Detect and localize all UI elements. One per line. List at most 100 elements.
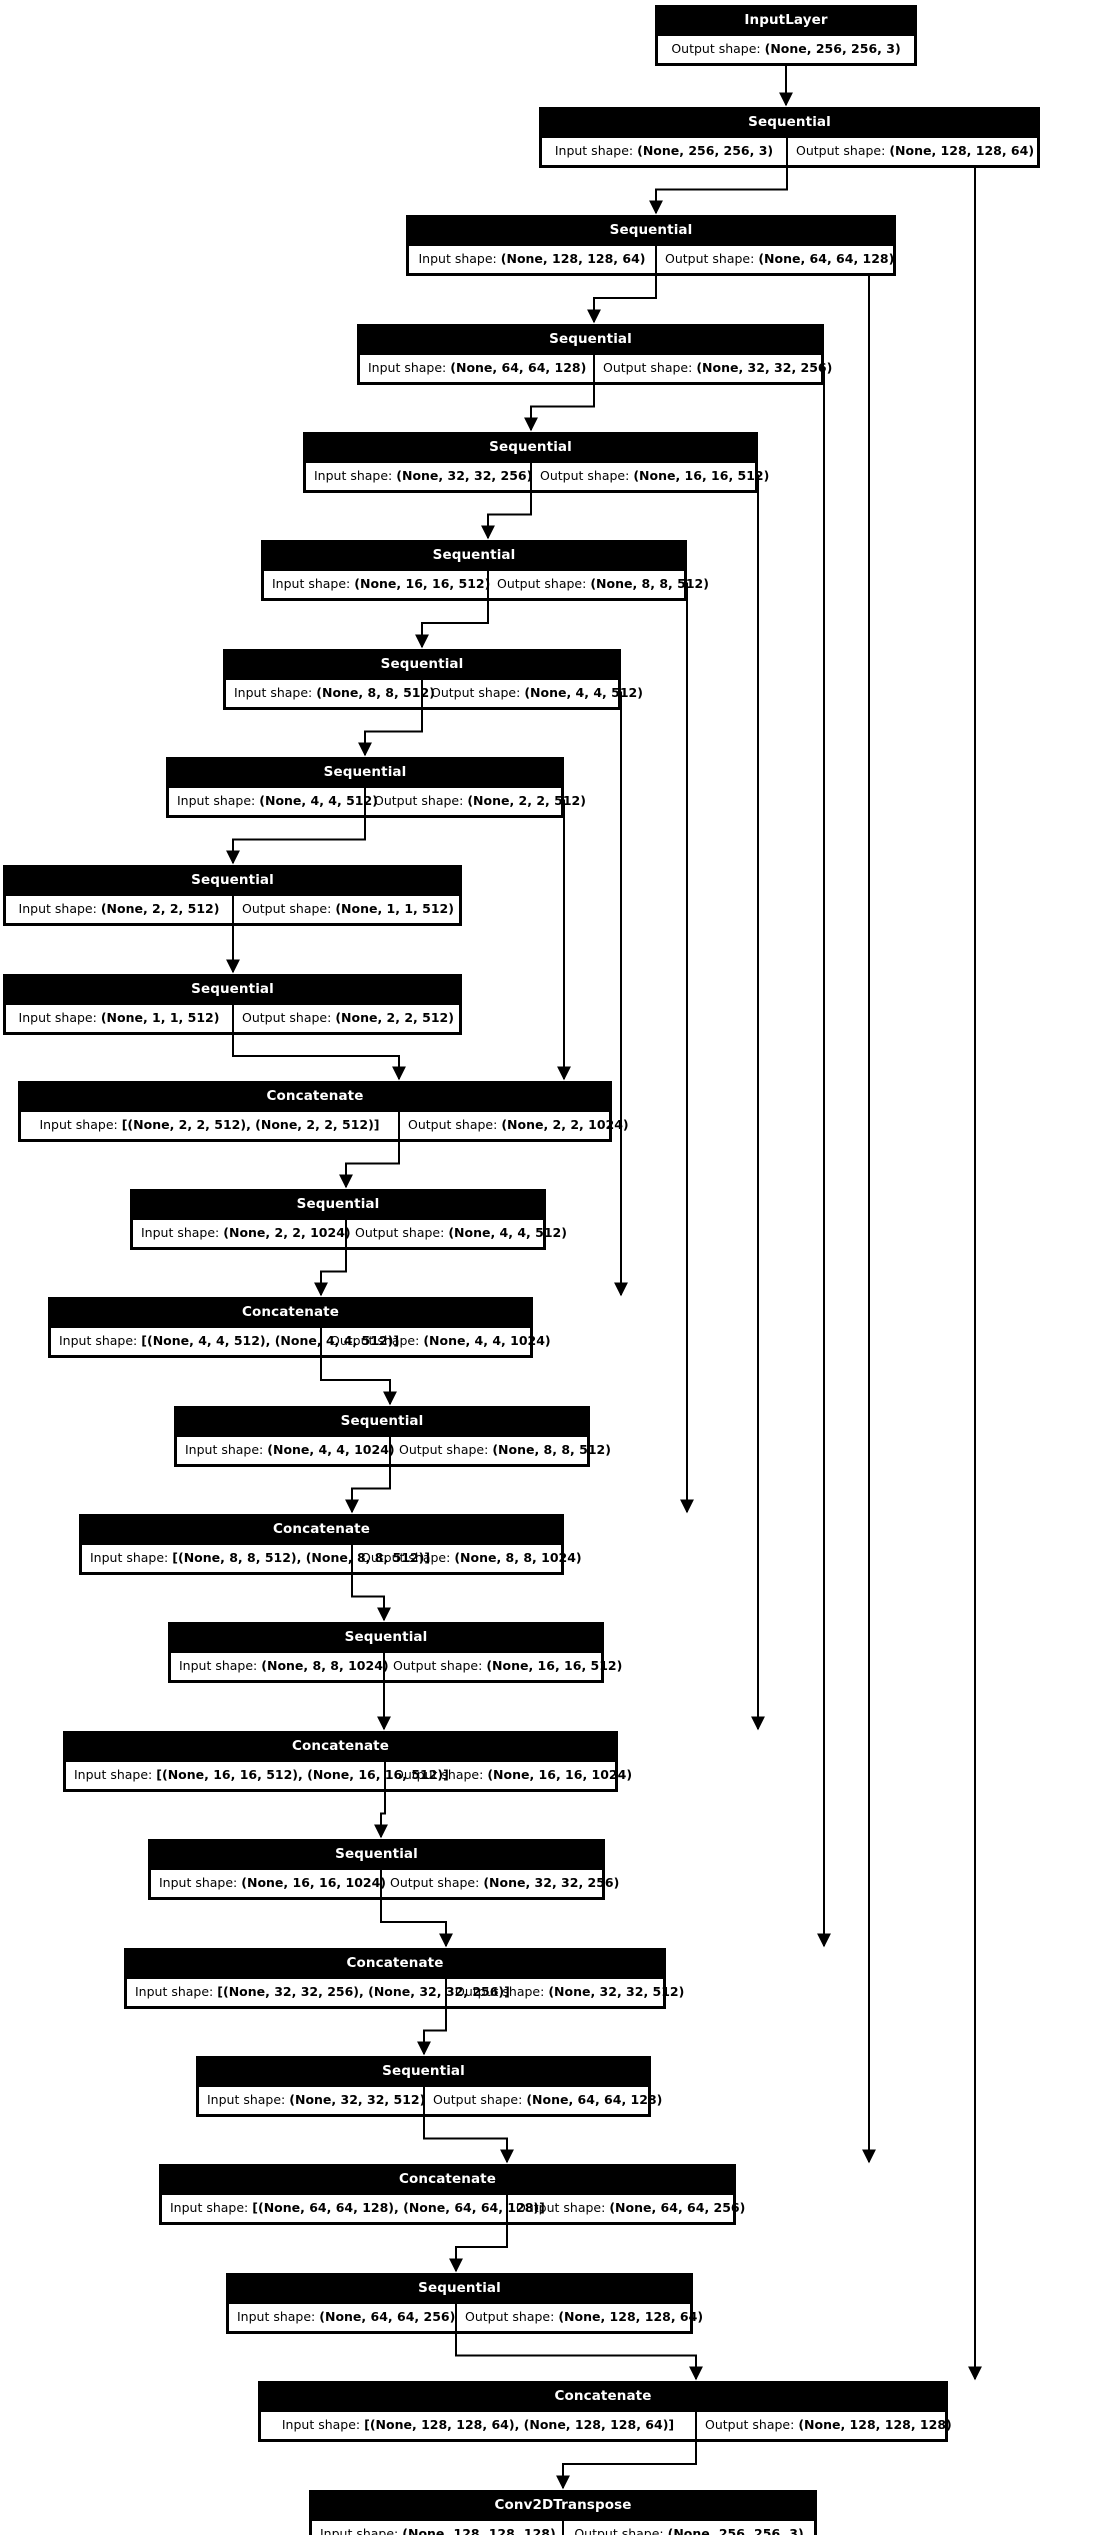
node-shape-row: Input shape: [(None, 2, 2, 512), (None, … <box>19 1110 629 1141</box>
output-shape-label: Output shape: <box>399 1442 489 1457</box>
node-title: Sequential <box>5 976 460 1004</box>
node-output-shape: Output shape: (None, 32, 32, 256) <box>380 1868 619 1899</box>
node-input-shape: Input shape: (None, 16, 16, 1024) <box>149 1868 386 1899</box>
node-shape-row: Input shape: (None, 64, 64, 128)Output s… <box>358 353 832 384</box>
node-output-shape: Output shape: (None, 8, 8, 1024) <box>351 1543 582 1574</box>
output-shape-label: Output shape: <box>497 576 587 591</box>
output-shape-label: Output shape: <box>671 41 761 56</box>
output-shape-value: (None, 256, 256, 3) <box>764 41 901 56</box>
output-shape-value: (None, 128, 128, 128) <box>798 2417 952 2432</box>
node-title: Concatenate <box>65 1733 616 1761</box>
input-shape-value: [(None, 16, 16, 512), (None, 16, 16, 512… <box>156 1767 449 1782</box>
node-output-shape: Output shape: (None, 32, 32, 256) <box>593 353 832 384</box>
input-shape-label: Input shape: <box>179 1658 258 1673</box>
input-shape-label: Input shape: <box>237 2309 316 2324</box>
node-shape-row: Input shape: [(None, 64, 64, 128), (None… <box>160 2193 745 2224</box>
node-shape-row: Input shape: (None, 128, 128, 128) Output… <box>310 2519 816 2535</box>
node-input-shape: Input shape: (None, 8, 8, 512) <box>224 678 435 709</box>
node-input-shape: Input shape: (None, 2, 2, 1024) <box>131 1218 351 1249</box>
input-shape-value: (None, 4, 4, 512) <box>259 793 378 808</box>
input-shape-value: [(None, 8, 8, 512), (None, 8, 8, 512)] <box>172 1550 431 1565</box>
input-shape-label: Input shape: <box>159 1875 238 1890</box>
output-shape-label: Output shape: <box>393 1658 483 1673</box>
node-title: Sequential <box>150 1841 603 1869</box>
output-shape-value: (None, 2, 2, 512) <box>335 1010 454 1025</box>
edge-n17-n18 <box>380 1896 453 1948</box>
output-shape-value: (None, 16, 16, 512) <box>486 1658 623 1673</box>
input-shape-value: (None, 256, 256, 3) <box>637 143 774 158</box>
input-shape-label: Input shape: <box>170 2200 249 2215</box>
node-output-shape: Output shape: (None, 16, 16, 512) <box>530 461 769 492</box>
node-output-shape: Output shape: (None, 2, 2, 512) <box>232 1003 461 1034</box>
node-shape-row: Input shape: [(None, 16, 16, 512), (None… <box>64 1760 632 1791</box>
node-title: Concatenate <box>20 1083 610 1111</box>
node-title: Sequential <box>198 2058 649 2086</box>
node-input-shape: Input shape: (None, 128, 128, 128) <box>310 2519 564 2535</box>
node-output-shape: Output shape: (None, 4, 4, 512) <box>345 1218 567 1249</box>
output-shape-label: Output shape: <box>431 685 521 700</box>
output-shape-value: (None, 128, 128, 64) <box>558 2309 704 2324</box>
node-shape-row: Input shape: (None, 256, 256, 3)Output s… <box>540 136 1039 167</box>
node-input-shape: Input shape: (None, 64, 64, 256) <box>227 2302 457 2333</box>
input-shape-label: Input shape: <box>320 2526 399 2535</box>
output-shape-value: (None, 4, 4, 512) <box>524 685 643 700</box>
output-shape-label: Output shape: <box>355 1225 445 1240</box>
input-shape-value: (None, 8, 8, 1024) <box>261 1658 389 1673</box>
edge-n19-n20 <box>423 2113 514 2164</box>
node-shape-row: Output shape: (None, 256, 256, 3) <box>656 34 916 65</box>
skip-edge-n1-n22 <box>968 148 1040 2381</box>
output-shape-value: (None, 16, 16, 1024) <box>487 1767 633 1782</box>
node-input-shape: Input shape: (None, 256, 256, 3) <box>540 136 788 167</box>
output-shape-label: Output shape: <box>574 2526 664 2535</box>
input-shape-value: (None, 128, 128, 64) <box>500 251 646 266</box>
edge-n22-n23 <box>556 2438 697 2490</box>
node-title: Sequential <box>305 434 756 462</box>
node-shape-row: Input shape: (None, 32, 32, 512)Output s… <box>197 2085 662 2116</box>
edge-n1-n2 <box>649 164 788 215</box>
node-output-shape: Output shape: (None, 64, 64, 256) <box>506 2193 745 2224</box>
input-shape-value: [(None, 128, 128, 64), (None, 128, 128, … <box>364 2417 675 2432</box>
output-shape-value: (None, 64, 64, 128) <box>758 251 895 266</box>
node-title: Concatenate <box>161 2166 734 2194</box>
node-input-shape: Input shape: [(None, 16, 16, 512), (None… <box>64 1760 449 1791</box>
output-shape-label: Output shape: <box>330 1333 420 1348</box>
node-title: Concatenate <box>50 1299 531 1327</box>
node-input-shape: Input shape: (None, 32, 32, 512) <box>197 2085 425 2116</box>
input-shape-value: (None, 16, 16, 512) <box>354 576 491 591</box>
node-output-shape: Output shape: (None, 128, 128, 128) <box>695 2410 952 2441</box>
node-output-shape: Output shape: (None, 1, 1, 512) <box>232 894 461 925</box>
node-input-shape: Input shape: (None, 1, 1, 512) <box>4 1003 234 1034</box>
node-input-shape: Input shape: [(None, 32, 32, 256), (None… <box>125 1977 510 2008</box>
node-output-shape: Output shape: (None, 4, 4, 512) <box>421 678 643 709</box>
node-shape-row: Input shape: (None, 128, 128, 64)Output … <box>407 244 895 275</box>
node-shape-row: Input shape: [(None, 128, 128, 64), (Non… <box>259 2410 952 2441</box>
input-shape-value: (None, 64, 64, 256) <box>319 2309 456 2324</box>
output-shape-value: (None, 32, 32, 256) <box>696 360 833 375</box>
input-shape-label: Input shape: <box>135 1984 214 1999</box>
input-shape-label: Input shape: <box>418 251 497 266</box>
